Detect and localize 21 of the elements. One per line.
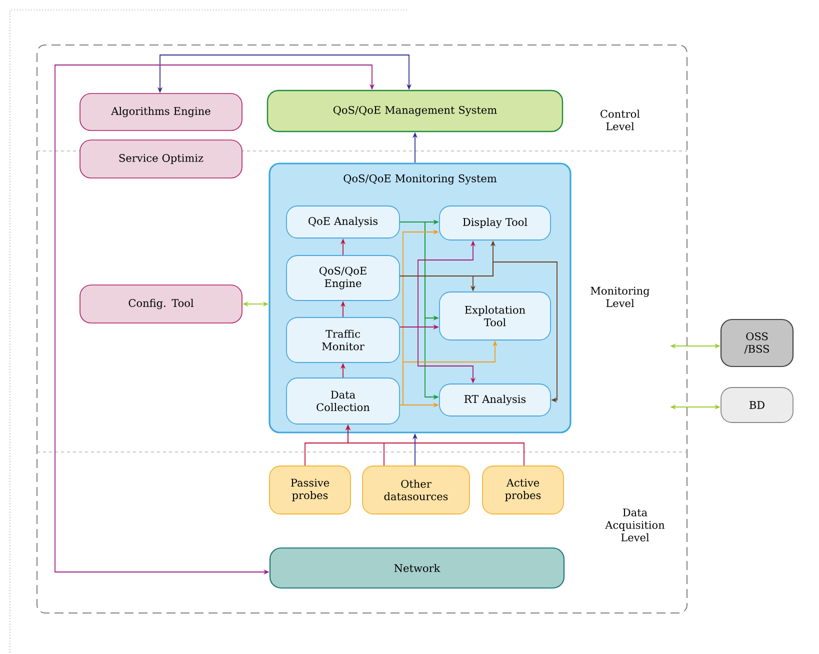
module-box: Explotation Tool xyxy=(439,292,551,340)
network-box: Network xyxy=(269,547,565,589)
system-box: OSS /BSS xyxy=(720,318,794,368)
module-box: RT Analysis xyxy=(439,384,551,416)
module-box: Display Tool xyxy=(439,206,551,240)
source-box: Active probes xyxy=(482,466,564,514)
level-label: Control Level xyxy=(600,110,640,130)
system-box: QoS/QoE Management System xyxy=(266,90,564,132)
level-label: Monitoring Level xyxy=(590,286,650,308)
process-box: Config. Tool xyxy=(80,284,242,324)
database-box: BD xyxy=(720,387,794,423)
module-box: Traffic Monitor xyxy=(286,317,400,363)
source-box: Other datasources xyxy=(362,466,470,514)
source-box: Passive probes xyxy=(269,466,351,514)
process-box: Algorithms Engine xyxy=(80,93,242,131)
module-box: QoS/QoE Engine xyxy=(286,255,400,301)
module-box: Data Collection xyxy=(286,378,400,424)
arrow xyxy=(400,262,558,403)
process-box: Service Optimiz xyxy=(80,140,242,178)
level-label: Data Acquisition Level xyxy=(605,508,665,542)
module-box: QoE Analysis xyxy=(286,206,400,238)
